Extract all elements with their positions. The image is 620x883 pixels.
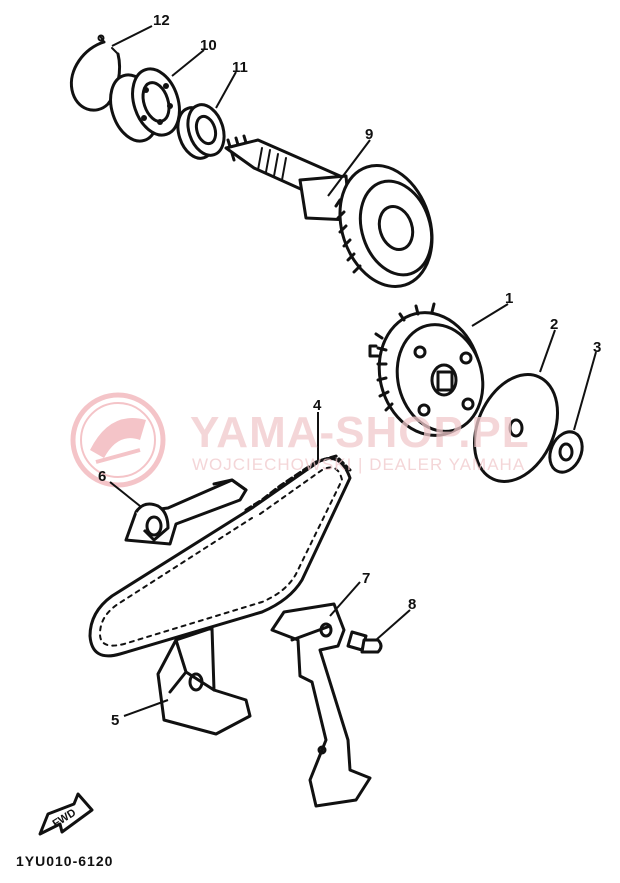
watermark-title: YAMA-SHOP.PL — [190, 408, 530, 457]
part-8-bolt — [346, 630, 383, 654]
callout-2: 2 — [550, 316, 559, 333]
callout-10: 10 — [200, 37, 217, 54]
part-6-chain-guide — [124, 478, 248, 546]
callout-8: 8 — [408, 596, 417, 613]
part-4-chain — [88, 454, 352, 658]
callout-9: 9 — [365, 126, 374, 143]
part-1-primary-gear — [368, 302, 485, 437]
callout-1: 1 — [505, 290, 514, 307]
watermark-logo — [70, 392, 166, 488]
part-2-washer — [472, 373, 560, 483]
figure-code: 1YU010-6120 — [16, 853, 114, 869]
callout-11: 11 — [232, 59, 248, 76]
part-5-guide-block — [156, 626, 252, 736]
callout-6: 6 — [98, 468, 107, 485]
callout-3: 3 — [593, 339, 602, 356]
part-11-oil-seal — [176, 103, 226, 160]
callout-12: 12 — [153, 12, 170, 29]
fwd-arrow: FWD — [38, 792, 94, 836]
callout-4: 4 — [313, 397, 322, 414]
leader-lines — [109, 25, 597, 717]
callout-7: 7 — [362, 570, 371, 587]
callout-5: 5 — [111, 712, 120, 729]
part-7-tensioner-arm — [270, 602, 372, 808]
watermark-subtitle: WOJCIECHOWSKI | DEALER YAMAHA — [192, 455, 526, 474]
part-10-bearing — [109, 67, 181, 143]
part-3-small-washer — [548, 430, 584, 474]
part-9-drive-axle — [224, 134, 434, 289]
